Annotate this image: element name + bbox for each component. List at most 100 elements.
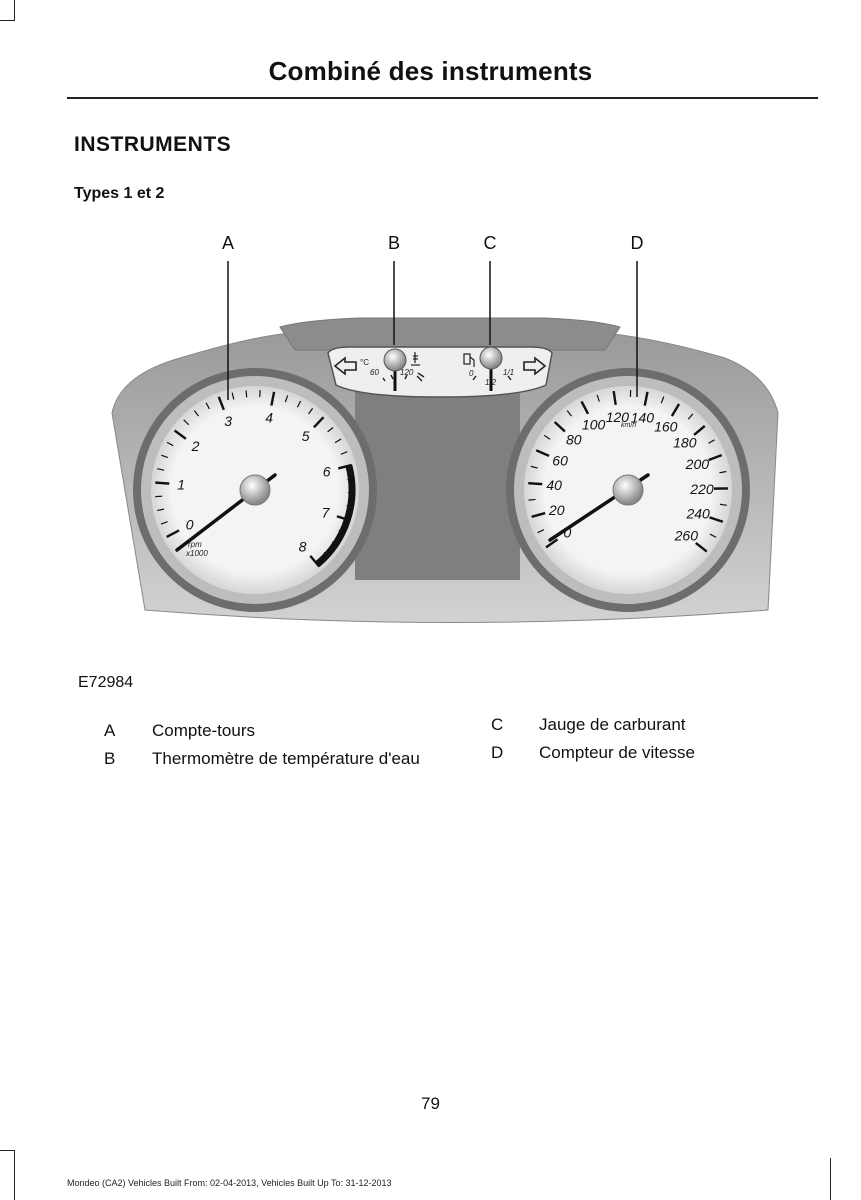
speedometer-major-tick (695, 542, 708, 553)
legend-label: Compte-tours (152, 721, 255, 740)
tachometer-scale-label: 1 (177, 477, 185, 493)
legend-key: C (491, 715, 504, 734)
tachometer-minor-tick (296, 400, 302, 408)
callout-label-d: D (631, 233, 644, 253)
tachometer-minor-tick (205, 402, 210, 410)
tachometer-scale-label: 2 (191, 438, 200, 454)
tachometer-major-tick (309, 555, 321, 568)
tachometer-minor-tick (231, 392, 235, 400)
speedometer-scale-label: 220 (689, 481, 714, 497)
speedometer-scale-label: 100 (582, 416, 606, 432)
tachometer-major-tick (155, 481, 170, 485)
tachometer-minor-tick (193, 410, 200, 417)
tachometer-major-tick (166, 529, 180, 539)
speedometer-major-tick (708, 454, 723, 462)
page-title: Combiné des instruments (268, 56, 593, 86)
tachometer-unit-rpm: rpm (188, 540, 202, 549)
fuel-pump-icon (463, 353, 475, 367)
speedometer-major-tick (612, 390, 617, 406)
tachometer-scale-label: 4 (265, 409, 273, 425)
speedometer-major-tick (693, 425, 706, 436)
speedometer-hub (612, 474, 644, 506)
speedometer-scale-label: 120 (606, 409, 630, 425)
speedometer-minor-tick (537, 529, 545, 534)
tachometer-minor-tick (157, 508, 165, 512)
tachometer-minor-tick (161, 454, 169, 459)
speedometer-scale-label: 20 (548, 502, 565, 518)
legend-label: Thermomètre de température d'eau (152, 749, 420, 768)
centre-panel (355, 385, 520, 580)
speedometer-scale-label: 60 (552, 453, 568, 469)
speedometer-scale-label: 80 (566, 432, 582, 448)
figure-id: E72984 (78, 674, 134, 691)
crop-mark-bottom-left-h (0, 1150, 15, 1151)
temperature-ticks (382, 372, 425, 382)
speedometer-scale-label: 200 (685, 456, 710, 472)
callout-label-a: A (222, 233, 234, 253)
speedometer-minor-tick (660, 396, 665, 404)
speedometer-minor-tick (596, 394, 600, 402)
speedometer-major-tick (535, 449, 550, 457)
small-gauges-panel (327, 346, 553, 398)
crop-mark-top-left-h (0, 20, 15, 21)
speedometer-minor-tick (528, 498, 536, 501)
tachometer-minor-tick (308, 407, 314, 415)
tachometer-unit-factor: x1000 (185, 549, 208, 558)
speedometer-minor-tick (709, 533, 717, 538)
fuel-empty: 0 (469, 369, 474, 378)
crop-mark-top-left-v (14, 0, 15, 20)
centre-hood (279, 317, 621, 351)
speedometer-major-tick (709, 516, 724, 523)
legend-key: B (104, 749, 116, 768)
tachometer-minor-tick (327, 427, 334, 433)
tachometer-minor-tick (183, 419, 190, 426)
speedometer-scale-label: 0 (563, 524, 571, 540)
tachometer-major-tick (313, 416, 325, 429)
turn-signal-right-icon (523, 356, 547, 376)
temperature-unit: °C (360, 358, 369, 367)
tachometer-minor-tick (166, 441, 174, 447)
speedometer-scale-label: 260 (674, 528, 699, 544)
temperature-hub (383, 348, 407, 372)
legend-label: Jauge de carburant (539, 715, 686, 734)
speedometer-unit: km/h (621, 422, 636, 429)
page-number: 79 (421, 1094, 440, 1113)
speedometer-major-tick (580, 400, 590, 415)
speedometer-minor-tick (543, 434, 551, 440)
fuel-hub (479, 346, 503, 370)
tachometer-redzone (315, 464, 356, 567)
legend-key: A (104, 721, 116, 740)
speedometer-minor-tick (530, 465, 538, 469)
crop-mark-bottom-right-v (830, 1158, 831, 1200)
temperature-high: 120 (400, 368, 414, 377)
speedometer-major-tick (531, 511, 546, 518)
speedometer-ticks (528, 390, 729, 553)
title-rule (67, 97, 818, 99)
speedometer-major-tick (528, 481, 543, 486)
section-heading: INSTRUMENTS (74, 133, 232, 156)
legend-label: Compteur de vitesse (539, 743, 695, 762)
speedometer-minor-tick (566, 410, 572, 417)
speedometer-minor-tick (687, 413, 694, 420)
tachometer-scale-label: 8 (299, 539, 307, 555)
tachometer-major-tick (270, 391, 276, 406)
turn-signal-left-icon (333, 356, 357, 376)
speedometer-minor-tick (708, 439, 715, 444)
tachometer-scale-label: 7 (322, 505, 331, 521)
tachometer-hub (239, 474, 271, 506)
callout-label-b: B (388, 233, 400, 253)
tachometer-scale-label: 3 (224, 413, 232, 429)
fuel-full: 1/1 (503, 368, 514, 377)
tachometer-scale-label: 6 (323, 463, 331, 479)
sub-heading: Types 1 et 2 (74, 185, 165, 202)
fuel-ticks (472, 375, 512, 381)
legend-key: D (491, 743, 504, 762)
tachometer-minor-tick (160, 521, 168, 525)
speedometer-major-tick (670, 403, 681, 417)
speedometer-scale-label: 40 (546, 477, 562, 493)
temperature-low: 60 (370, 368, 379, 377)
tachometer-scale-label: 0 (186, 517, 194, 533)
